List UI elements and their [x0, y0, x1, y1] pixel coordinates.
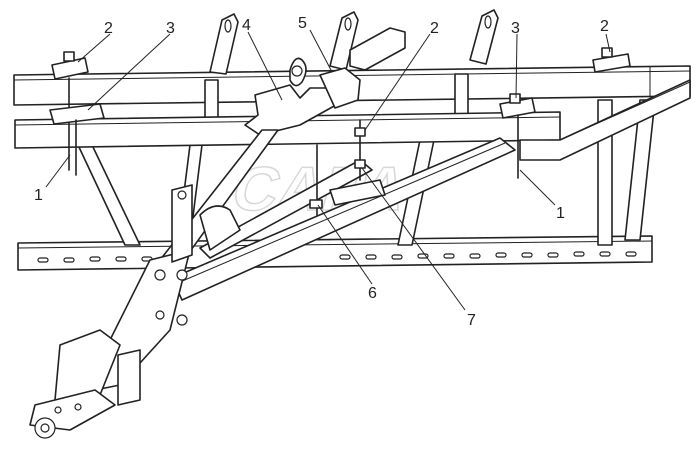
label-4: 4 — [242, 17, 251, 34]
callout-labels: 2 3 1 4 5 2 3 2 1 6 7 — [34, 15, 609, 329]
clamp-right — [499, 47, 631, 179]
clamp-left — [49, 51, 105, 176]
label-1-right: 1 — [556, 205, 565, 222]
hitch-tongue — [29, 249, 191, 439]
label-2-right: 2 — [600, 18, 609, 35]
right-diagonal-frame — [519, 79, 691, 161]
beam-slots — [37, 251, 637, 263]
label-2-mid: 2 — [430, 20, 439, 37]
leader-lines — [45, 29, 611, 311]
label-7: 7 — [467, 312, 476, 329]
secondary-brace — [199, 159, 386, 259]
tongue-bolts — [154, 269, 188, 326]
label-1-left: 1 — [34, 187, 43, 204]
label-2-left: 2 — [104, 20, 113, 37]
rear-slotted-beam — [17, 235, 653, 271]
label-5: 5 — [298, 15, 307, 32]
tongue-upright — [171, 184, 241, 263]
central-mast-bracket — [244, 57, 361, 136]
label-6: 6 — [368, 285, 377, 302]
label-3-left: 3 — [166, 20, 175, 37]
label-3-right: 3 — [511, 20, 520, 37]
clamp-center — [309, 119, 366, 216]
